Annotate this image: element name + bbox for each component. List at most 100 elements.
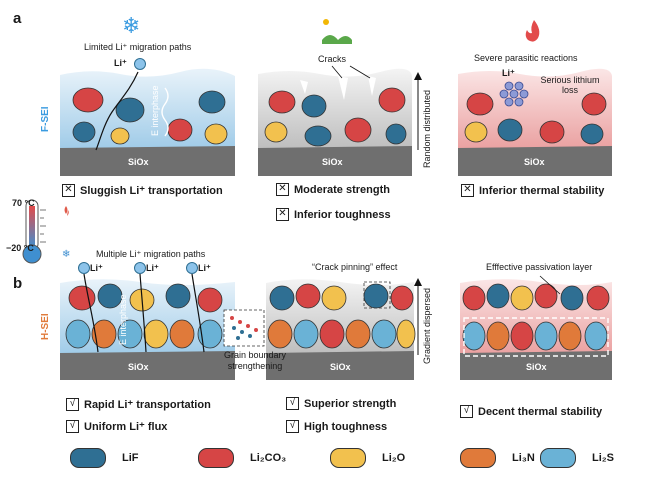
siox-label: SiOx	[330, 362, 351, 372]
siox-label: SiOx	[128, 362, 149, 372]
pro-text: Rapid Li⁺ transportation	[84, 399, 211, 411]
siox-substrate	[460, 351, 612, 380]
li-ion-label: Li⁺	[114, 58, 127, 68]
grain-li2co3	[539, 120, 565, 144]
legend-swatch	[460, 448, 496, 468]
li-ion	[186, 262, 198, 274]
legend-item: LiF	[70, 448, 139, 468]
lithium-loss-label: Serious lithium loss	[540, 75, 600, 95]
h-sei-label: H-SEI	[40, 313, 51, 340]
pro-text: Decent thermal stability	[478, 405, 603, 418]
con-item: ✕Inferior toughness	[276, 208, 391, 221]
pro-item: √ High toughness	[286, 420, 387, 433]
legend-swatch	[198, 448, 234, 468]
check-mark: √	[66, 420, 79, 433]
grain-li2o	[464, 121, 488, 143]
panel-a3	[458, 68, 612, 176]
pro-item: √ Superior strength	[286, 397, 396, 410]
pro-text: High toughness	[304, 420, 388, 433]
crack-pointer	[349, 65, 371, 79]
panel-b3	[460, 275, 612, 380]
check-mark: √	[286, 397, 299, 410]
li-ion-cluster	[499, 81, 529, 107]
grain-bottom-row	[267, 319, 416, 349]
cracks-label: Cracks	[318, 54, 347, 64]
siox-substrate	[458, 146, 612, 176]
grain-li2co3	[466, 92, 494, 116]
panel-a1	[60, 58, 235, 176]
pro-text: Uniform Li⁺ flux	[84, 421, 168, 433]
plant-sun-icon	[322, 19, 352, 44]
con-item: ✕Sluggish Li⁺ transportation	[62, 184, 223, 197]
flame-icon	[64, 206, 69, 216]
pro-item: √Rapid Li⁺ transportation	[66, 398, 211, 411]
con-item: ✕Moderate strength	[276, 183, 390, 196]
check-mark: √	[286, 420, 299, 433]
passivation-label: Efffective passivation layer	[486, 262, 593, 272]
snowflake-icon: ❄	[62, 249, 70, 260]
crack-pinning-label: “Crack pinning” effect	[312, 262, 398, 272]
cross-mark: ✕	[461, 184, 474, 197]
legend-item: Li₃N	[460, 448, 535, 468]
con-text: Inferior thermal stability	[479, 184, 605, 197]
grain-lif	[301, 94, 327, 118]
arrow-head	[414, 278, 422, 286]
li-ion-label: Li⁺	[502, 68, 515, 78]
grain-lif	[115, 97, 145, 123]
crack	[338, 76, 348, 100]
flame-icon	[525, 20, 540, 42]
grain-boundary-inset	[223, 309, 265, 347]
f-sei-label: F-SEI	[40, 106, 51, 132]
legend-label: Li₂CO₃	[250, 452, 287, 464]
siox-label: SiOx	[128, 157, 149, 167]
grain-lif	[385, 123, 407, 145]
pro-item: √ Uniform Li⁺ flux	[66, 420, 167, 433]
siox-substrate	[60, 351, 235, 380]
grain-li2co3	[72, 87, 104, 113]
panel-label-b: b	[13, 275, 23, 292]
grain-li2co3	[167, 118, 193, 142]
legend-item: Li₂O	[330, 448, 405, 468]
limited-paths-label: Limited Li⁺ migration paths	[84, 42, 192, 52]
panel-b1	[60, 262, 235, 380]
li-path	[191, 273, 205, 353]
siox-substrate	[266, 351, 414, 380]
random-distributed-label: Random distributed	[422, 89, 432, 168]
con-text: Sluggish Li⁺ transportation	[80, 185, 223, 197]
li-path	[83, 273, 99, 353]
grain-li2o	[110, 127, 130, 145]
temp-low-label: −20 °C	[6, 243, 34, 253]
grain-bottom-row	[65, 319, 223, 349]
pro-item: √Decent thermal stability	[460, 405, 602, 418]
crack	[368, 76, 376, 96]
grain-top-row	[269, 283, 414, 311]
siox-label: SiOx	[524, 157, 545, 167]
li-ion-label: Li⁺	[198, 263, 211, 273]
crack-pinning-box	[363, 281, 391, 309]
e-interphase-label: E interphase	[118, 294, 128, 345]
siox-label: SiOx	[526, 362, 547, 372]
legend-swatch	[70, 448, 106, 468]
crack	[300, 80, 308, 94]
legend-item: Li₂S	[540, 448, 614, 468]
grain-lif	[198, 90, 226, 114]
grain-li2o	[264, 121, 288, 143]
parasitic-label: Severe parasitic reactions	[474, 53, 578, 63]
cross-mark: ✕	[276, 208, 289, 221]
grain-bottom-row	[462, 321, 608, 351]
e-interphase-label: E interphase	[150, 85, 160, 136]
li-ion	[134, 58, 146, 70]
legend-label: Li₂O	[382, 452, 406, 464]
li-ion-label: Li⁺	[90, 263, 103, 273]
interphase-wave	[161, 87, 169, 137]
cross-mark: ✕	[276, 183, 289, 196]
snowflake-icon: ❄	[122, 14, 140, 39]
sei-layer	[458, 68, 612, 150]
legend-swatch	[540, 448, 576, 468]
grain-li2o	[204, 123, 228, 145]
pro-text: Superior strength	[304, 397, 397, 410]
li-ion	[134, 262, 146, 274]
grain-li2co3	[378, 87, 406, 113]
